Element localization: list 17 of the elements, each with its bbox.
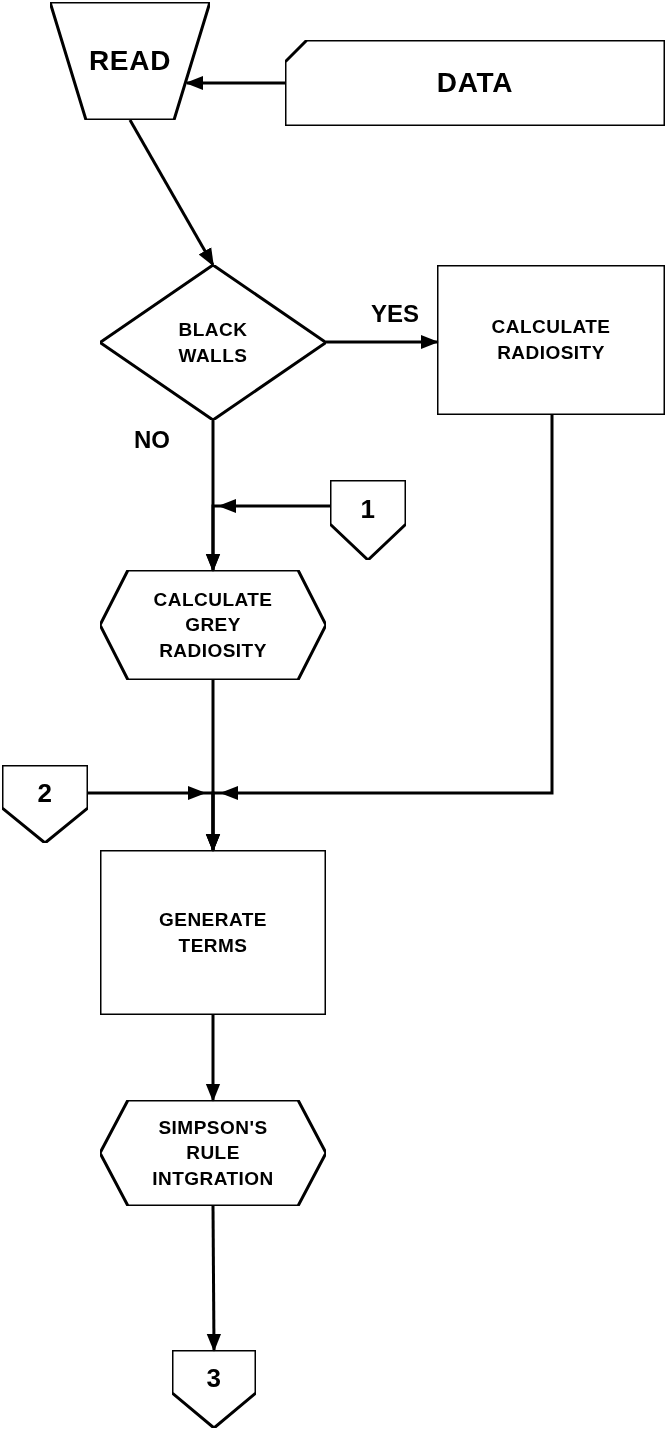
arrow — [326, 334, 439, 350]
arrow — [205, 499, 330, 572]
node-label: READ — [88, 44, 172, 79]
arrow — [205, 415, 554, 852]
node-label: 3 — [206, 1362, 222, 1396]
node-label: CALCULATE GREY RADIOSITY — [152, 587, 274, 663]
arrow — [205, 1015, 221, 1102]
node-label: GENERATE TERMS — [158, 907, 268, 958]
arrow — [206, 1206, 222, 1352]
arrow — [185, 75, 285, 91]
node-label: CALCULATE RADIOSITY — [490, 315, 612, 365]
node-label: SIMPSON'S RULE INTGRATION — [151, 1115, 275, 1191]
node-label: BLACK WALLS — [177, 317, 249, 368]
node-label: DATA — [436, 66, 514, 101]
arrow — [128, 119, 215, 267]
node-label: 2 — [37, 777, 53, 811]
node-label: 1 — [360, 493, 376, 527]
